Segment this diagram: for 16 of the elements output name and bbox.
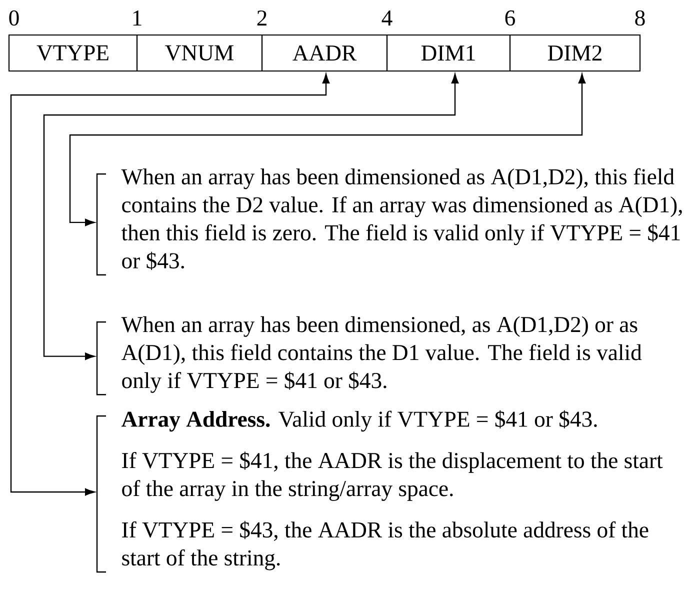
offset-number: 1 [133, 10, 142, 26]
field-cell: DIM2 [509, 34, 641, 72]
bracketed-note: When an array has been dimensioned, as A(D1,D2) or as A(D1), this field contains the D1 value. The field is valid only if VTYPE = $41 or $43. [96, 316, 642, 396]
offset-number: 2 [257, 10, 266, 26]
bracketed-note: Array Address. Valid only if VTYPE = $41 or $43. If VTYPE = $41, the AADR is the displacement to the start of the array in the string/array space. If VTYPE = $43, the AADR is the absolute address of the start of the string. [96, 410, 663, 573]
bracketed-note: When an array has been dimensioned as A(D1,D2), this field contains the D2 value. If an array was dimensioned as A(D1), then this field is zero. The field is valid only if VTYPE = $41 or $43. [96, 168, 682, 276]
connector-arrow [43, 74, 459, 360]
offset-number: 4 [382, 10, 392, 26]
offset-number: 6 [505, 10, 515, 26]
field-cell: VNUM [136, 34, 263, 72]
connector-arrow [10, 74, 330, 496]
offset-number: 8 [635, 10, 645, 26]
field-cell: VTYPE [8, 34, 138, 72]
connector-arrow [69, 74, 586, 226]
field-cell: DIM1 [386, 34, 511, 72]
field-cell: AADR [261, 34, 388, 72]
